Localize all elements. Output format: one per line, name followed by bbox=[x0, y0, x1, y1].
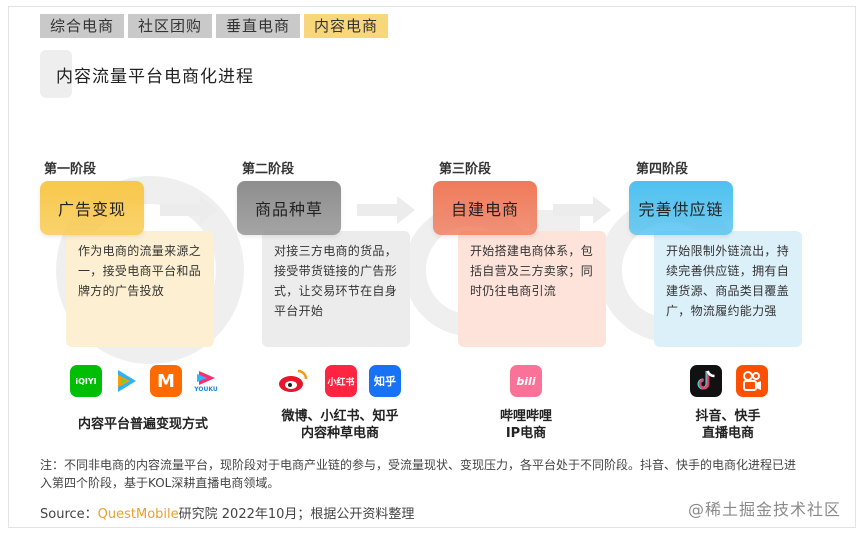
stage-1-box: 广告变现 bbox=[40, 181, 144, 235]
stage-4-label: 第四阶段 bbox=[636, 162, 689, 177]
stage-3-box: 自建电商 bbox=[433, 181, 537, 235]
tab-vertical-ecommerce[interactable]: 垂直电商 bbox=[216, 14, 301, 38]
stage-2-platform-icons: 小红书 知乎 bbox=[277, 365, 401, 397]
source-line: Source：QuestMobile研究院 2022年10月；根据公开资料整理 bbox=[40, 503, 414, 522]
kuaishou-icon bbox=[736, 365, 768, 397]
stage-3-platform-icons: bili bbox=[510, 365, 542, 397]
xiaohongshu-icon: 小红书 bbox=[325, 365, 357, 397]
page-title: 内容流量平台电商化进程 bbox=[56, 67, 254, 87]
arrow-3-icon bbox=[553, 196, 611, 224]
footnote: 注：不同非电商的内容流量平台，现阶段对于电商产业链的参与，受流量现状、变现压力，… bbox=[40, 458, 797, 490]
stage-3-description: 开始搭建电商体系，包括自营及三方卖家；同时仍往电商引流 bbox=[458, 231, 606, 347]
stage-2-platform-label: 微博、小红书、知乎 内容种草电商 bbox=[281, 409, 399, 441]
title-accent bbox=[40, 50, 72, 98]
arrow-2-icon bbox=[357, 196, 415, 224]
stage-2-label: 第二阶段 bbox=[242, 162, 295, 177]
stage-2-box: 商品种草 bbox=[237, 181, 341, 235]
site-watermark: @稀土掘金技术社区 bbox=[688, 500, 842, 519]
stage-4-description: 开始限制外链流出，持续完善供应链，拥有自建货源、商品类目覆盖广，物流履约能力强 bbox=[654, 231, 802, 347]
stage-3-label: 第三阶段 bbox=[439, 162, 492, 177]
arrow-1-icon bbox=[160, 196, 218, 224]
stage-2-description: 对接三方电商的货品，接受带货链接的广告形式，让交易环节在自身平台开始 bbox=[262, 231, 410, 347]
stage-1-description: 作为电商的流量来源之一，接受电商平台和品牌方的广告投放 bbox=[66, 231, 214, 347]
douyin-icon bbox=[690, 365, 722, 397]
tab-content-ecommerce[interactable]: 内容电商 bbox=[304, 14, 389, 38]
source-brand: QuestMobile bbox=[97, 507, 179, 522]
tab-general-ecommerce[interactable]: 综合电商 bbox=[40, 14, 125, 38]
stage-3-platform-label: 哔哩哔哩 IP电商 bbox=[499, 409, 552, 441]
tencent-video-icon bbox=[110, 365, 142, 397]
figure-frame bbox=[8, 6, 856, 528]
weibo-icon bbox=[277, 365, 309, 397]
category-tabs: 综合电商 社区团购 垂直电商 内容电商 bbox=[40, 14, 389, 38]
stage-1-platform-label: 内容平台普遍变现方式 bbox=[77, 417, 208, 432]
stage-4-platform-icons bbox=[690, 365, 768, 397]
mango-tv-icon: M bbox=[150, 365, 182, 397]
tab-community-group-buy[interactable]: 社区团购 bbox=[128, 14, 213, 38]
stage-4-platform-label: 抖音、快手 直播电商 bbox=[695, 409, 761, 441]
zhihu-icon: 知乎 bbox=[369, 365, 401, 397]
stage-1-platform-icons: iQIYI M YOUKU bbox=[70, 365, 222, 397]
stage-4-box: 完善供应链 bbox=[629, 181, 733, 235]
youku-icon: YOUKU bbox=[190, 365, 222, 397]
stage-1-label: 第一阶段 bbox=[44, 162, 97, 177]
iqiyi-icon: iQIYI bbox=[70, 365, 102, 397]
source-suffix: 研究院 2022年10月；根据公开资料整理 bbox=[178, 507, 415, 522]
bilibili-icon: bili bbox=[510, 365, 542, 397]
source-prefix: Source： bbox=[40, 507, 98, 522]
